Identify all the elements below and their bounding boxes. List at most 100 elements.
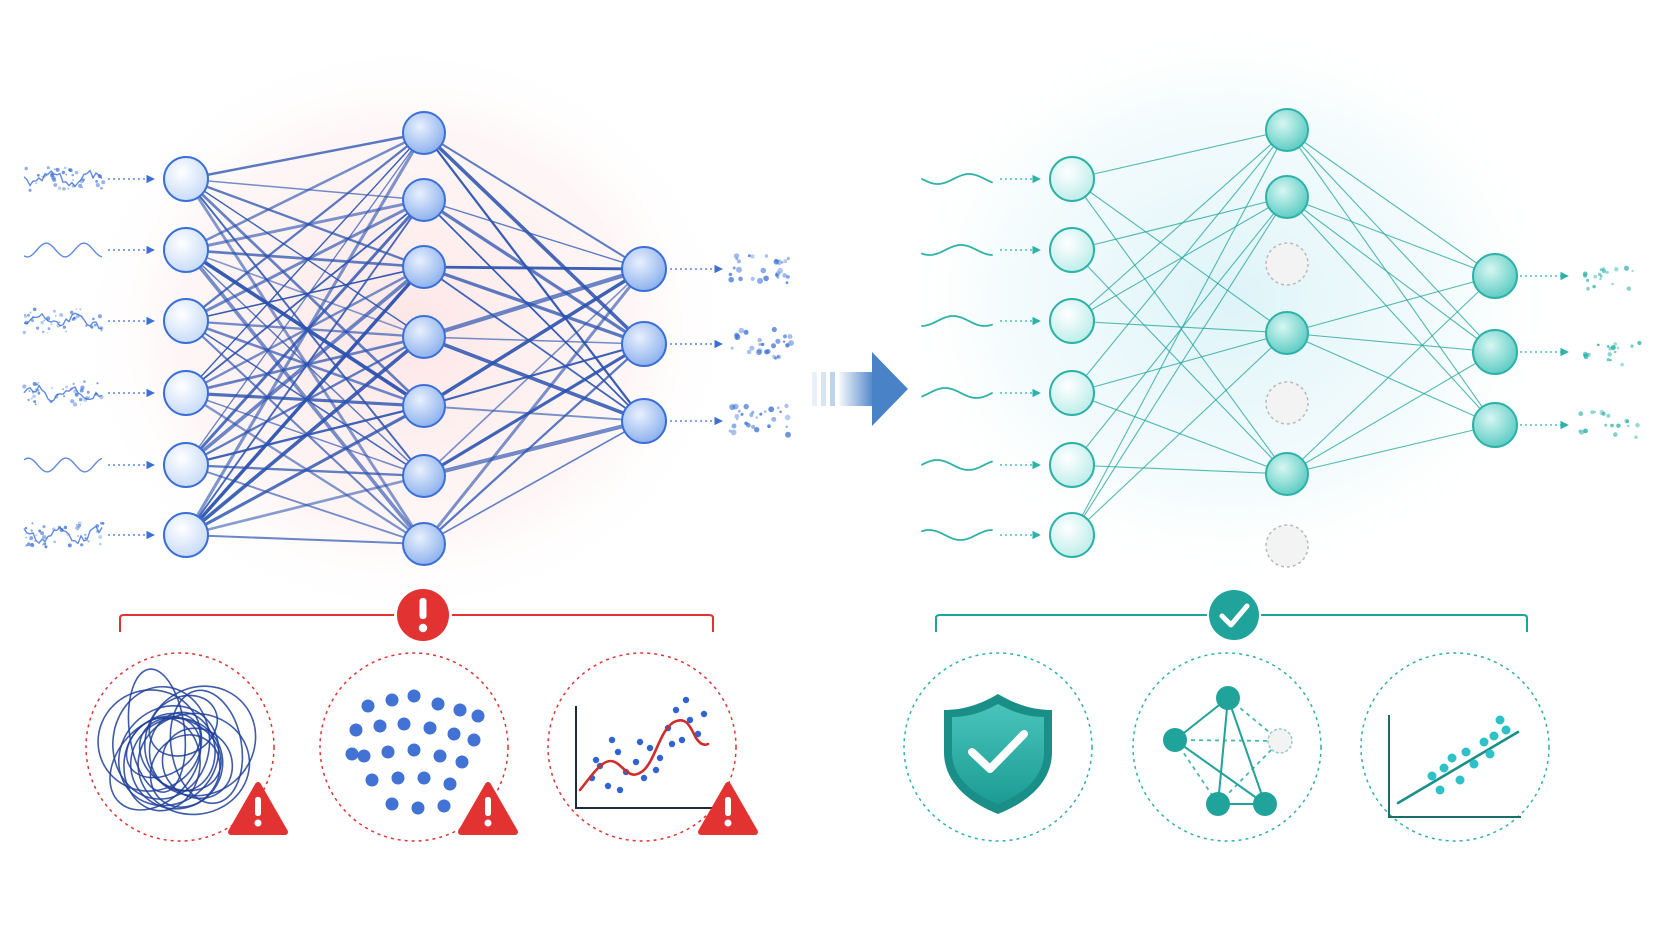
scattered-dots-icon bbox=[345, 689, 485, 815]
smooth-input-signals bbox=[921, 173, 1041, 541]
overfit-edge bbox=[423, 132, 645, 422]
noisy-output-icon bbox=[728, 403, 791, 438]
regularized-nodes bbox=[1049, 108, 1518, 568]
output-node bbox=[621, 398, 667, 444]
fit-data-dot bbox=[1461, 747, 1471, 757]
scatter-dot bbox=[407, 689, 421, 703]
regularized-edge bbox=[1286, 275, 1496, 334]
noisy-input-signals bbox=[22, 166, 155, 549]
overfit-edge bbox=[185, 474, 425, 537]
overfit-edge bbox=[184, 248, 426, 546]
noisy-signal-icon bbox=[22, 380, 104, 407]
scatter-dot bbox=[453, 703, 467, 717]
noisy-signal-icon bbox=[22, 307, 104, 335]
curve-data-dot bbox=[604, 782, 612, 790]
scatter-dot bbox=[443, 777, 457, 791]
smooth-output-points bbox=[1520, 265, 1642, 439]
hidden-node bbox=[1265, 108, 1309, 152]
noisy-signal-icon bbox=[23, 521, 105, 549]
regularized-edge bbox=[1286, 196, 1496, 426]
overfit-edge bbox=[185, 533, 425, 546]
regularized-edge bbox=[1286, 332, 1496, 353]
scatter-dot bbox=[365, 773, 379, 787]
hidden-node bbox=[402, 384, 446, 428]
hidden-node bbox=[402, 245, 446, 289]
overfit-curve-icon bbox=[575, 696, 712, 809]
noisy-output-icon bbox=[730, 326, 794, 360]
input-node bbox=[1049, 442, 1095, 488]
regularized-edge bbox=[1286, 129, 1496, 426]
input-node bbox=[163, 227, 209, 273]
overfit-edge bbox=[423, 265, 645, 346]
overfit-edge bbox=[184, 132, 426, 536]
scatter-dot bbox=[423, 721, 437, 735]
regularized-edge bbox=[1071, 332, 1288, 536]
overfit-edge bbox=[423, 420, 645, 545]
warning-triangle-icon bbox=[228, 782, 288, 835]
overfit-edge bbox=[423, 419, 645, 478]
regularized-panel-fit bbox=[1360, 652, 1550, 842]
noisy-signal-icon bbox=[23, 457, 103, 473]
overfit-connections bbox=[184, 131, 646, 546]
scatter-dot bbox=[467, 733, 481, 747]
smooth-output-icon bbox=[1582, 265, 1634, 291]
noisy-signal-icon bbox=[23, 242, 103, 258]
hidden-node bbox=[402, 111, 446, 155]
regularized-edge bbox=[1286, 424, 1496, 475]
regularized-edge bbox=[1071, 320, 1288, 334]
scatter-dot bbox=[447, 727, 461, 741]
regularized-glow bbox=[900, 20, 1560, 580]
overfit-edge bbox=[423, 266, 645, 422]
scatter-dot bbox=[417, 771, 431, 785]
overfit-nodes bbox=[163, 111, 667, 566]
overfit-edge bbox=[423, 266, 645, 340]
exclamation-icon bbox=[397, 589, 449, 641]
shield-check-icon bbox=[944, 694, 1052, 814]
curve-data-dot bbox=[686, 716, 694, 724]
overfit-edge bbox=[422, 131, 646, 346]
tangle-loop bbox=[129, 717, 224, 810]
overfit-edge bbox=[185, 131, 425, 252]
regularized-bracket bbox=[935, 614, 1528, 632]
regularized-edge bbox=[1071, 129, 1288, 180]
overfit-edge bbox=[185, 404, 425, 537]
scatter-dot bbox=[437, 799, 451, 813]
noisy-signal-icon bbox=[23, 166, 106, 192]
regularized-edge bbox=[1071, 196, 1288, 466]
checkmark-icon bbox=[1209, 590, 1259, 640]
smooth-signal-icon bbox=[921, 244, 993, 256]
hidden-node bbox=[1265, 452, 1309, 496]
overfit-panel-curve bbox=[547, 652, 758, 842]
dropped-node bbox=[1265, 524, 1309, 568]
overfit-edge bbox=[185, 177, 425, 269]
input-node bbox=[163, 370, 209, 416]
overfit-edge bbox=[184, 178, 426, 545]
tangle-loop bbox=[148, 711, 216, 792]
overfit-edge bbox=[185, 131, 425, 181]
tangle-loop bbox=[148, 694, 219, 757]
overfit-edge bbox=[423, 336, 645, 345]
smooth-signal-icon bbox=[921, 459, 993, 471]
regularized-edge bbox=[1071, 249, 1288, 475]
curve-data-dot bbox=[616, 786, 624, 794]
scatter-dot bbox=[433, 749, 447, 763]
curve-data-dot bbox=[608, 736, 616, 744]
overfit-edge bbox=[423, 199, 645, 422]
overfit-edge bbox=[185, 132, 425, 322]
curve-data-dot bbox=[668, 740, 676, 748]
regularized-panel-robust bbox=[903, 652, 1093, 842]
curve-data-dot bbox=[694, 730, 702, 738]
overfit-edge bbox=[185, 199, 425, 394]
smooth-signal-icon bbox=[921, 387, 993, 399]
regularized-edge bbox=[1071, 196, 1288, 322]
scatter-dot bbox=[391, 771, 405, 785]
input-node bbox=[1049, 227, 1095, 273]
regularized-network bbox=[921, 108, 1642, 568]
curve-data-dot bbox=[632, 758, 640, 766]
overfit-edge bbox=[423, 343, 645, 545]
smooth-signal-icon bbox=[921, 529, 993, 541]
regularized-edge bbox=[1286, 351, 1496, 475]
linear-fit-icon bbox=[1388, 715, 1521, 818]
fit-data-dot bbox=[1447, 753, 1457, 763]
